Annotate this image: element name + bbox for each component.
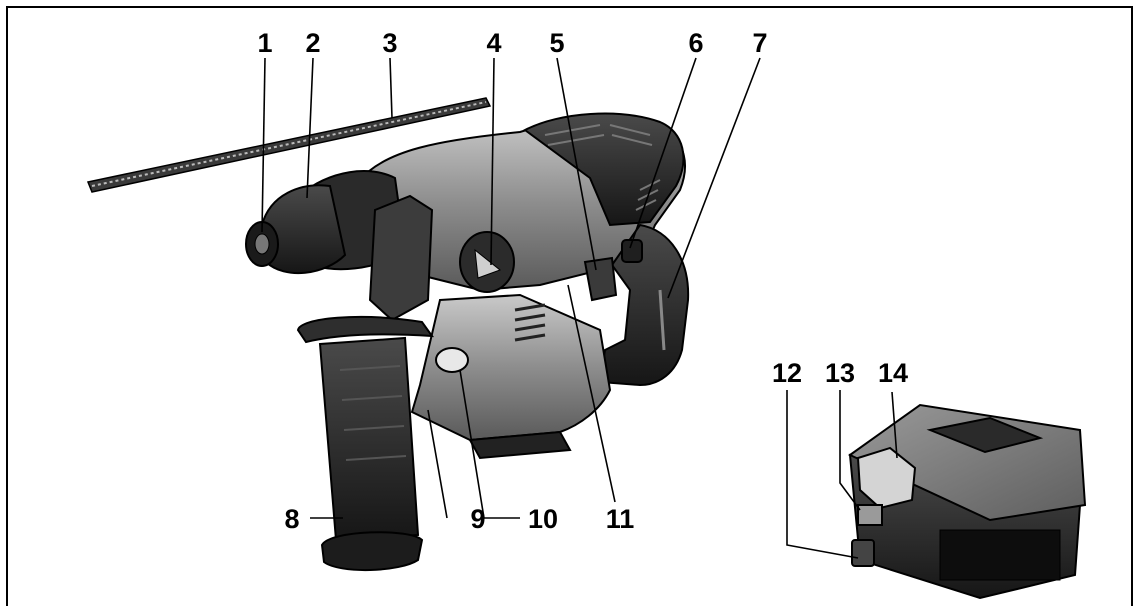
- callout-4: 4: [486, 28, 501, 58]
- tool-holder-sleeve: [260, 184, 347, 275]
- callout-6: 6: [688, 28, 703, 58]
- depth-stop-rod: [86, 97, 492, 193]
- callout-labels: 1 2 3 4 5 6 7 8 9 10 11 12 13 14: [257, 28, 908, 534]
- leader-lines: [261, 57, 898, 559]
- auxiliary-handle: [296, 315, 435, 572]
- battery-release-button: [851, 539, 875, 567]
- callout-1: 1: [257, 28, 272, 58]
- callout-5: 5: [549, 28, 564, 58]
- handle-clamp: [368, 194, 434, 322]
- battery-latch: [856, 446, 917, 510]
- callout-8: 8: [284, 504, 299, 534]
- callout-14: 14: [878, 358, 908, 388]
- callout-9: 9: [470, 504, 485, 534]
- callout-12: 12: [772, 358, 802, 388]
- callout-2: 2: [305, 28, 320, 58]
- rotary-hammer: [245, 112, 690, 460]
- callout-3: 3: [382, 28, 397, 58]
- trigger-switch: [583, 256, 618, 302]
- battery-pack: [848, 403, 1087, 600]
- figure-frame: [6, 6, 1133, 606]
- air-vent: [514, 303, 546, 342]
- callout-10: 10: [528, 504, 558, 534]
- callout-13: 13: [825, 358, 855, 388]
- mode-selector-knob: [459, 231, 515, 293]
- charge-level-indicator: [857, 504, 883, 526]
- work-light: [435, 347, 469, 373]
- callout-7: 7: [752, 28, 767, 58]
- callout-11: 11: [606, 504, 635, 534]
